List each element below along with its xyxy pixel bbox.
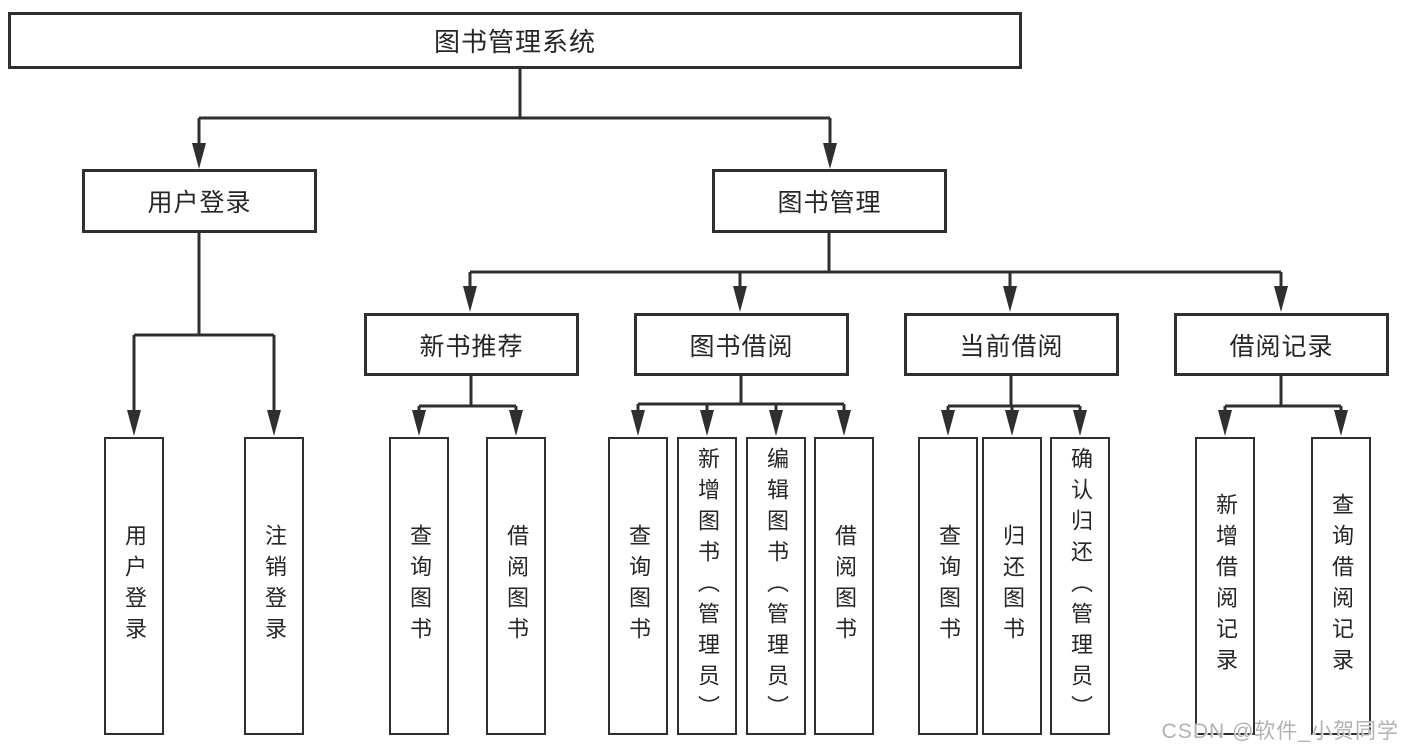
node-label: 查询图书 (626, 524, 651, 648)
node-user-login: 用户登录 (82, 169, 317, 233)
branch-root (197, 68, 832, 150)
node-label: 注销登录 (262, 524, 287, 648)
arrowheads (127, 143, 1348, 436)
node-label: 编辑图书（管理员） (764, 446, 789, 726)
node-label: 确认归还（管理员） (1068, 446, 1093, 726)
node-add-book-admin: 新增图书（管理员） (677, 437, 737, 735)
node-return-books: 归还图书 (982, 437, 1042, 735)
node-query-books-recommend: 查询图书 (389, 437, 449, 735)
node-library-management-system: 图书管理系统 (8, 12, 1022, 69)
node-query-books-borrowing: 查询图书 (608, 437, 668, 735)
branch-book-management (468, 233, 1283, 292)
node-label: 借阅图书 (832, 524, 857, 648)
node-confirm-return-admin: 确认归还（管理员） (1050, 437, 1110, 735)
node-current-borrowing: 当前借阅 (904, 313, 1119, 376)
node-label: 借阅图书 (504, 524, 529, 648)
node-borrow-books-borrowing: 借阅图书 (814, 437, 874, 735)
branch-book-borrowing (636, 376, 846, 418)
node-label: 归还图书 (1000, 524, 1025, 648)
node-query-borrow-record: 查询借阅记录 (1311, 437, 1371, 735)
node-edit-book-admin: 编辑图书（管理员） (746, 437, 806, 735)
branch-new-book-recommendation (417, 376, 518, 418)
node-label: 新增借阅记录 (1213, 493, 1238, 679)
node-label: 查询图书 (936, 524, 961, 648)
node-borrowing-records: 借阅记录 (1174, 313, 1389, 376)
node-new-book-recommendation: 新书推荐 (364, 313, 579, 376)
node-borrow-books-recommend: 借阅图书 (486, 437, 546, 735)
node-logout-leaf: 注销登录 (244, 437, 304, 735)
node-query-books-current: 查询图书 (918, 437, 978, 735)
node-label: 新增图书（管理员） (695, 446, 720, 726)
node-label: 用户登录 (122, 524, 147, 648)
node-label: 查询图书 (407, 524, 432, 648)
branch-borrowing-records (1223, 376, 1343, 418)
branch-user-login (132, 233, 276, 418)
node-book-borrowing: 图书借阅 (634, 313, 849, 376)
node-label: 查询借阅记录 (1329, 493, 1354, 679)
node-book-management: 图书管理 (712, 169, 947, 233)
node-add-borrow-record: 新增借阅记录 (1195, 437, 1255, 735)
node-user-login-leaf: 用户登录 (104, 437, 164, 735)
